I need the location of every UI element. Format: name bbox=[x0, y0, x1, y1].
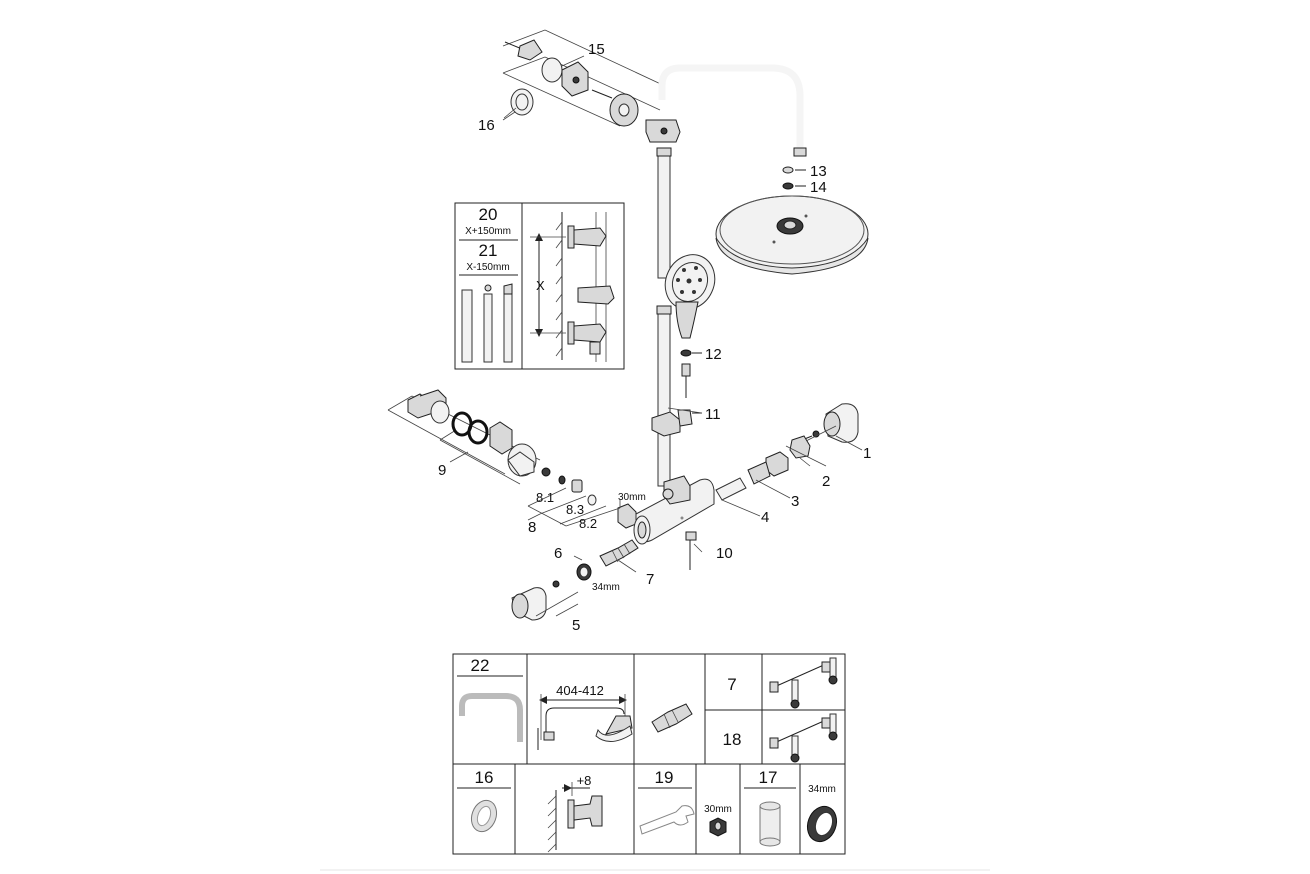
dimension-30mm: 30mm bbox=[618, 492, 646, 503]
callout-11: 11 bbox=[705, 406, 721, 423]
inset-part-21: 21 bbox=[479, 241, 498, 260]
inset-label-21: X-150mm bbox=[466, 262, 509, 273]
callout-4: 4 bbox=[761, 509, 769, 526]
table-part-19: 19 bbox=[655, 768, 674, 787]
inset-label-20: X+150mm bbox=[465, 226, 511, 237]
temperature-handle bbox=[511, 580, 579, 621]
callout-8: 8 bbox=[528, 519, 536, 536]
table-part-7: 7 bbox=[727, 675, 736, 694]
accessory-table bbox=[452, 653, 846, 855]
shower-arm-icon bbox=[658, 64, 807, 157]
callout-5: 5 bbox=[572, 617, 580, 634]
callout-16: 16 bbox=[478, 117, 495, 134]
table-ring-size: 34mm bbox=[808, 784, 836, 795]
riser-lower-tube bbox=[657, 309, 671, 487]
thermostat-body-icon bbox=[633, 475, 715, 570]
table-part-18: 18 bbox=[723, 730, 742, 749]
callout-9: 9 bbox=[438, 462, 446, 479]
table-offset: +8 bbox=[577, 773, 592, 788]
callout-7: 7 bbox=[646, 571, 654, 588]
cartridge-icon bbox=[599, 539, 639, 567]
callout-12: 12 bbox=[705, 346, 722, 363]
callout-1: 1 bbox=[863, 445, 871, 462]
callout-8-1: 8.1 bbox=[536, 490, 554, 505]
callout-6: 6 bbox=[554, 545, 562, 562]
left-connection-assembly bbox=[387, 389, 551, 485]
table-wrench-size: 30mm bbox=[704, 804, 732, 815]
callout-15: 15 bbox=[588, 41, 605, 58]
table-part-16: 16 bbox=[475, 768, 494, 787]
thermometer-icon bbox=[769, 657, 838, 763]
table-part-22: 22 bbox=[471, 656, 490, 675]
callout-8-3: 8.3 bbox=[566, 502, 584, 517]
callout-14: 14 bbox=[810, 179, 827, 196]
table-arm-dimension: 404-412 bbox=[556, 683, 604, 698]
wrench-icon bbox=[639, 805, 695, 835]
table-part-17: 17 bbox=[759, 768, 778, 787]
callout-3: 3 bbox=[791, 493, 799, 510]
callout-8-2: 8.2 bbox=[579, 516, 597, 531]
ring-icon bbox=[806, 805, 838, 843]
callout-10: 10 bbox=[716, 545, 733, 562]
callout-2: 2 bbox=[822, 473, 830, 490]
dimension-34mm: 34mm bbox=[592, 582, 620, 593]
hand-shower-icon bbox=[664, 254, 716, 339]
nut-icon bbox=[709, 817, 727, 837]
right-connection-assembly bbox=[715, 403, 863, 517]
wall-bracket-assembly bbox=[502, 29, 666, 127]
head-shower-icon bbox=[715, 195, 869, 275]
riser-upper-tube bbox=[657, 147, 671, 279]
filter-group bbox=[527, 475, 637, 529]
inset-dimension-x: X bbox=[536, 278, 545, 293]
height-adjustment-inset bbox=[454, 202, 625, 370]
callout-13: 13 bbox=[810, 163, 827, 180]
inset-part-20: 20 bbox=[479, 205, 498, 224]
